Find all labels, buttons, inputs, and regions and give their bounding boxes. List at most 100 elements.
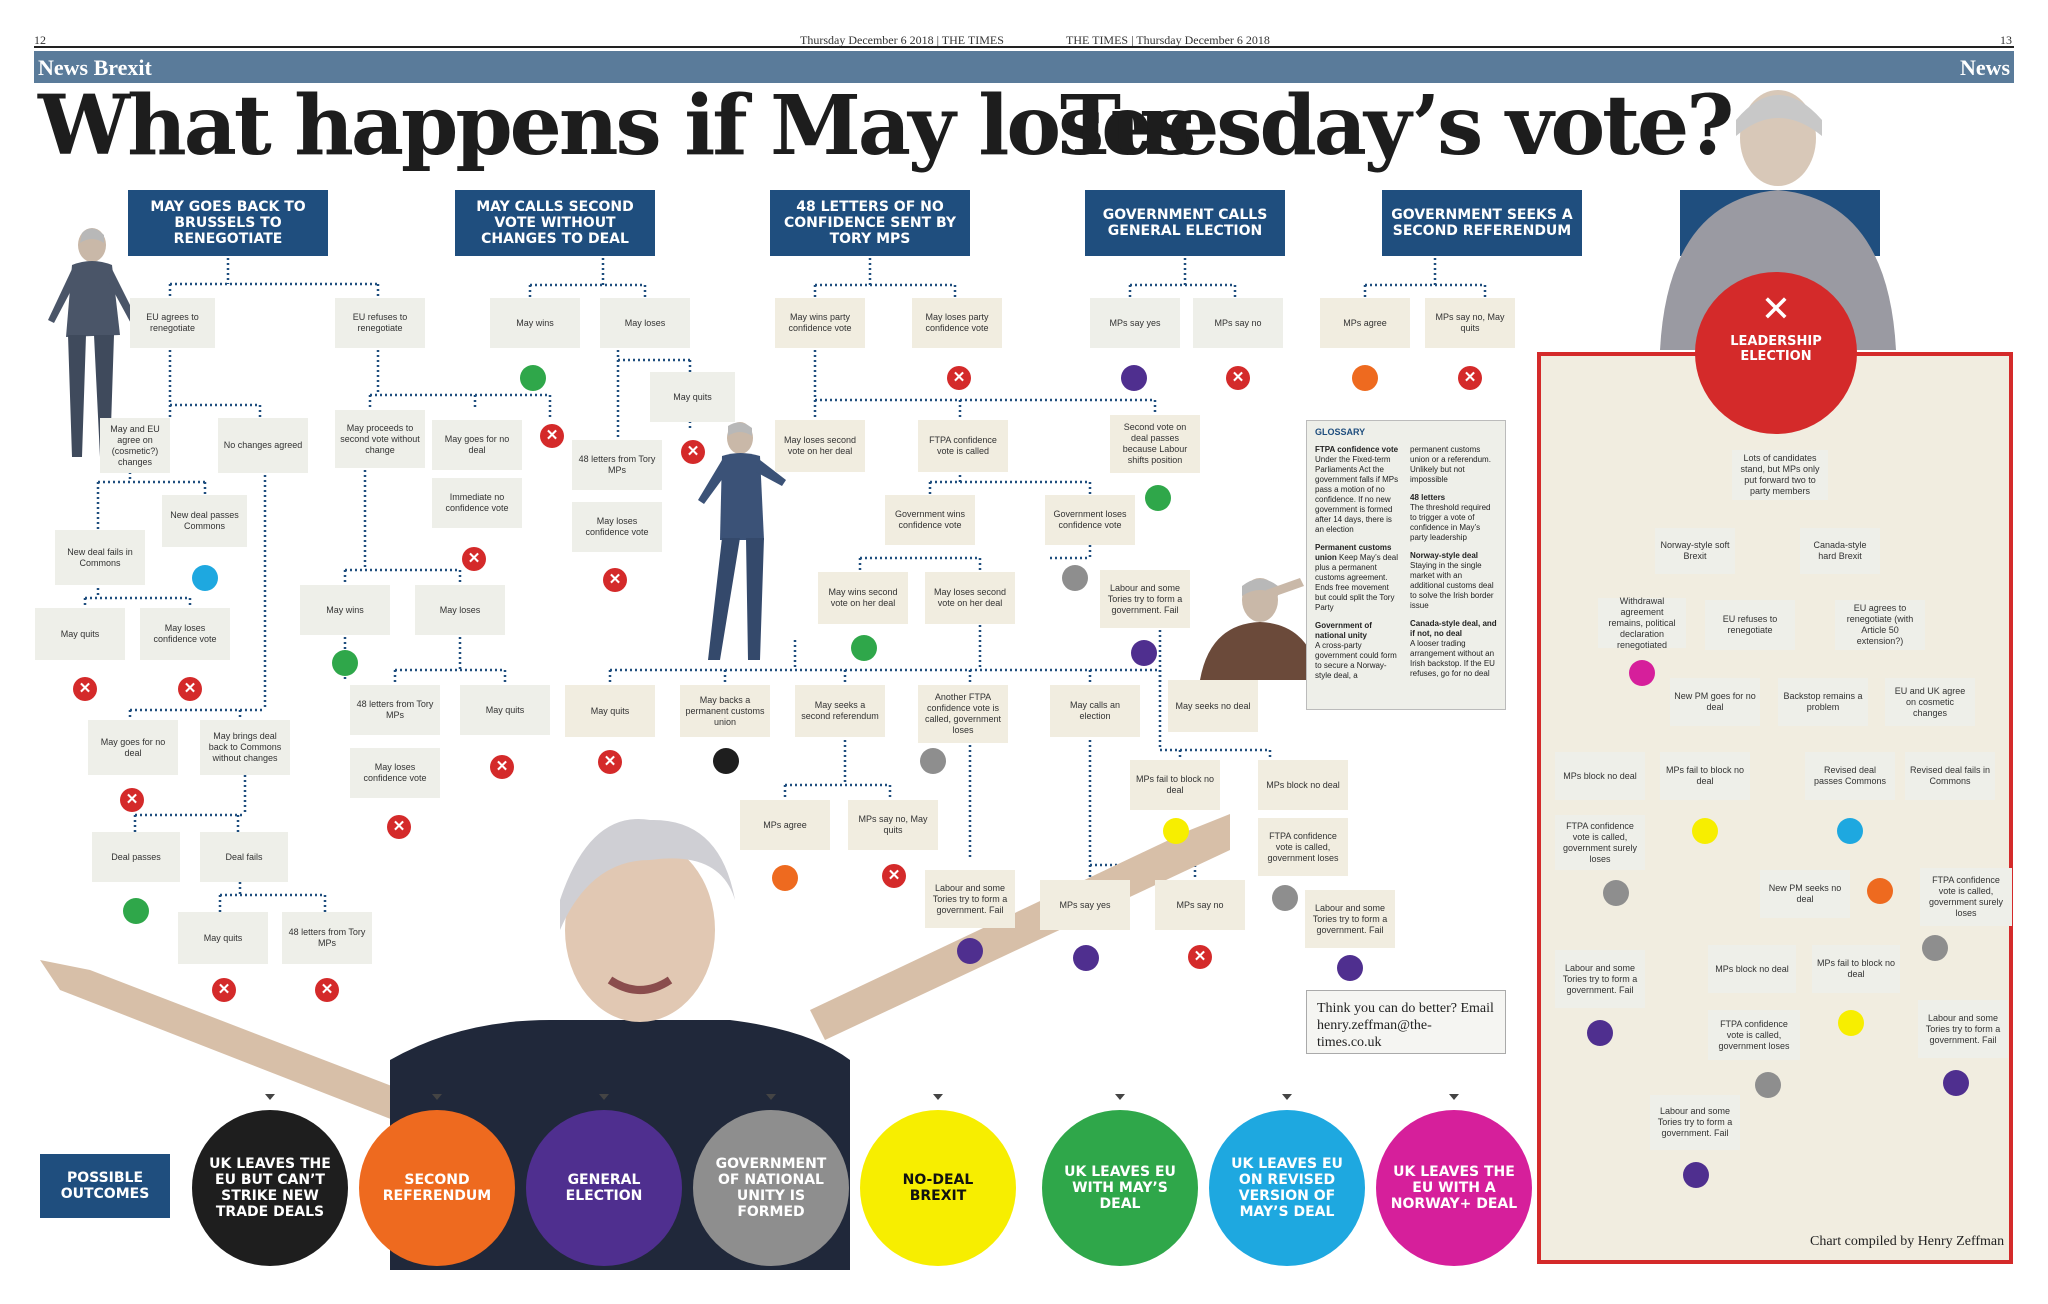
glossary-definition: Keep May’s deal plus a permanent customs… [1315,553,1399,612]
step-labour-tories-c3c: Labour and some Tories try to form a gov… [1305,890,1395,948]
step-ftpa-loses-r3: FTPA confidence vote is called, governme… [1708,1010,1800,1060]
step-mps-say-no-c4: MPs say no [1193,298,1283,348]
outcome-circle-national-unity: Government of national unity is formed [693,1110,849,1266]
pointer-icon [1282,1094,1292,1100]
outcome-dot-ukleaves [713,748,739,774]
glossary-title: GLOSSARY [1315,427,1366,437]
section-band [34,51,2014,83]
outcome-dot-election [1121,365,1147,391]
outcome-dot-election [1337,955,1363,981]
step-withdrawal-remains: Withdrawal agreement remains, political … [1598,596,1686,650]
step-new-pm-seeks: New PM seeks no deal [1760,870,1850,918]
outcome-dot-gnu [1062,565,1088,591]
step-immediate-no-conf: Immediate no confidence vote [432,478,522,528]
step-may-quits-c1b: May quits [178,912,268,964]
step-may-goes-no-deal-c1: May goes for no deal [88,720,178,775]
outcome-circle-mays-deal: UK leaves EU with May’s deal [1042,1110,1198,1266]
step-may-loses-second: May loses second vote on her deal [925,572,1015,624]
fail-cross: ✕ [1188,945,1212,969]
outcome-dot-referendum [772,865,798,891]
step-may-quits-c3: May quits [565,685,655,737]
resign-panel [1537,352,2013,1264]
headline-part2: Tuesday’s vote? [1060,78,1734,174]
step-mps-fail-r1: MPs fail to block no deal [1660,752,1750,800]
pointer-icon [1115,1094,1125,1100]
may-dancing-photo [698,422,786,660]
step-seeks-no-deal: May seeks no deal [1168,680,1258,732]
outcome-circle-norway-plus: UK leaves the EU with a Norway+ deal [1376,1110,1532,1266]
pointer-icon [599,1094,609,1100]
fail-cross: ✕ [315,978,339,1002]
fail-cross: ✕ [540,424,564,448]
step-backs-customs: May backs a permanent customs union [680,685,770,737]
outcome-dot-nodeal [1838,1010,1864,1036]
outcome-dot-may-deal [851,635,877,661]
scenario-second-referendum: Government seeks a second referendum [1382,190,1582,256]
step-may-wins-second: May wins second vote on her deal [818,572,908,624]
step-mps-say-no-c5: MPs say no, May quits [1425,298,1515,348]
step-48-letters-c1b: 48 letters from Tory MPs [350,685,440,735]
page-number-left: 12 [34,33,46,47]
email-address[interactable]: henry.zeffman@the-times.co.uk [1317,1018,1432,1050]
fail-cross: ✕ [598,750,622,774]
step-labour-tories-c3: Labour and some Tories try to form a gov… [1100,570,1190,628]
step-backstop: Backstop remains a problem [1778,678,1868,726]
glossary-definition: Under the Fixed-term Parliaments Act the… [1315,455,1399,534]
pointer-icon [766,1094,776,1100]
step-labour-tories-r2: Labour and some Tories try to form a gov… [1918,1000,2008,1058]
step-ftpa-loses-r2: FTPA confidence vote is called, governme… [1920,868,2012,926]
outcome-dot-gnu [1922,935,1948,961]
step-revised-passes: Revised deal passes Commons [1805,752,1895,800]
leadership-election-circle: ✕ Leadership election [1695,272,1857,434]
step-seeks-referendum: May seeks a second referendum [795,685,885,737]
cross-icon: ✕ [1760,289,1792,330]
outcome-dot-election [1683,1162,1709,1188]
chart-credit: Chart compiled by Henry Zeffman [1810,1234,2005,1249]
glossary-definition: permanent customs union or a referendum.… [1410,445,1491,484]
outcome-dot-gnu [1603,880,1629,906]
step-another-ftpa: Another FTPA confidence vote is called, … [918,685,1008,743]
step-eu-refuses: EU refuses to renegotiate [335,298,425,348]
step-calls-election: May calls an election [1050,685,1140,737]
leadership-election-label: Leadership election [1730,334,1822,364]
step-eu-refuses-r: EU refuses to renegotiate [1705,600,1795,650]
dateline-right: THE TIMES | Thursday December 6 2018 [1066,33,1270,47]
fail-cross: ✕ [947,366,971,390]
step-may-loses-c1: May loses [415,585,505,635]
outcome-dot-revised [1837,818,1863,844]
outcome-dot-gnu [1755,1072,1781,1098]
glossary-definition: A looser trading arrangement without an … [1410,639,1495,678]
step-deal-passes: Deal passes [92,832,180,882]
step-deal-fails: Deal fails [200,832,288,882]
outcome-dot-election [1073,945,1099,971]
step-may-loses-c2: May loses [600,298,690,348]
glossary-term: Government of national unity [1315,621,1372,640]
step-may-brings-deal: May brings deal back to Commons without … [200,720,290,775]
step-ftpa-called: FTPA confidence vote is called [918,420,1008,472]
outcome-dot-referendum [1867,878,1893,904]
page-number-right: 13 [2000,33,2012,47]
outcome-dot-norway-plus [1629,660,1655,686]
fail-cross: ✕ [603,568,627,592]
step-may-loses-conf-c2: May loses confidence vote [572,502,662,552]
step-candidates: Lots of candidates stand, but MPs only p… [1732,450,1828,500]
glossary-term: Permanent customs union [1315,543,1392,562]
top-rule [34,46,2014,48]
dateline-left: Thursday December 6 2018 | THE TIMES [800,33,1004,47]
section-label-right: News [1960,55,2011,80]
possible-outcomes-label: Possible outcomes [40,1154,170,1218]
step-revised-fails: Revised deal fails in Commons [1905,752,1995,800]
outcome-circle-general-election: General election [526,1110,682,1266]
section-label-left: News Brexit [38,55,152,80]
scenario-general-election: Government calls general election [1085,190,1285,256]
step-labour-tories-c3b: Labour and some Tories try to form a gov… [925,870,1015,928]
step-wins-party-conf: May wins party confidence vote [775,298,865,348]
fail-cross: ✕ [462,547,486,571]
fail-cross: ✕ [490,755,514,779]
outcome-circle-no-deal: No-deal Brexit [860,1110,1016,1266]
glossary-definition: A cross-party government could form to s… [1315,641,1397,680]
step-labour-tories-r1: Labour and some Tories try to form a gov… [1555,950,1645,1008]
step-mps-say-no-c3: MPs say no, May quits [848,800,938,850]
glossary-term: Canada-style deal, and if not, no deal [1410,619,1497,638]
